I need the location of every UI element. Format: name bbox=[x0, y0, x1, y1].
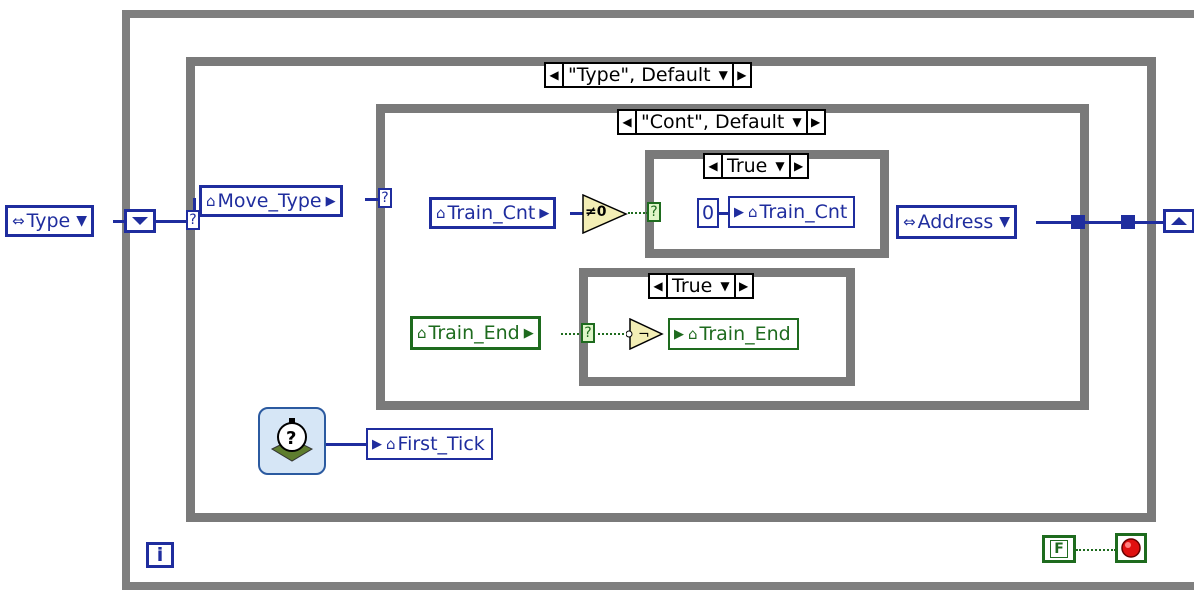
boolean-wire bbox=[628, 212, 648, 214]
train-cnt-local-write[interactable]: ▶ ⌂ Train_Cnt bbox=[728, 196, 856, 228]
svg-text:¬: ¬ bbox=[638, 327, 650, 343]
while-loop-frame bbox=[122, 10, 1194, 590]
dropdown-arrow-icon[interactable]: ▼ bbox=[720, 279, 730, 293]
up-arrow-icon bbox=[1171, 217, 1187, 225]
stop-terminal[interactable] bbox=[1115, 533, 1147, 563]
first-tick-local-write[interactable]: ▶ ⌂ First_Tick bbox=[366, 428, 493, 460]
boolean-wire bbox=[1076, 549, 1116, 551]
not-function[interactable]: ¬ bbox=[625, 317, 666, 351]
right-arrow-icon: ▶ bbox=[539, 205, 550, 221]
wire bbox=[365, 198, 379, 201]
tick-count-function[interactable]: ? bbox=[258, 407, 326, 475]
train-end-local-write[interactable]: ▶ ⌂ Train_End bbox=[668, 318, 799, 350]
outer-case-selector[interactable]: ◀ "Type", Default ▼ ▶ bbox=[544, 62, 752, 88]
increment-arrow-icon[interactable]: ▶ bbox=[731, 64, 750, 86]
stop-sign-icon bbox=[1121, 538, 1141, 558]
right-arrow-icon: ▶ bbox=[674, 326, 684, 342]
wire bbox=[719, 212, 729, 215]
dropdown-arrow-icon[interactable]: ▼ bbox=[792, 115, 802, 129]
not-gate-icon: ¬ bbox=[625, 317, 664, 351]
right-arrow-icon: ▶ bbox=[325, 193, 336, 209]
not-equal-zero-function[interactable]: ≠0 bbox=[582, 193, 628, 235]
enum-arrows-icon: ⇔ bbox=[903, 213, 916, 231]
shift-register-right[interactable] bbox=[1163, 209, 1194, 233]
case-selector-terminal: ? bbox=[378, 188, 392, 208]
dropdown-arrow-icon[interactable]: ▼ bbox=[718, 68, 728, 82]
enum-arrows-icon: ⇔ bbox=[12, 212, 25, 230]
wire bbox=[113, 220, 125, 223]
stopwatch-icon: ? bbox=[270, 418, 314, 462]
boolean-wire bbox=[561, 333, 583, 335]
zero-constant[interactable]: 0 bbox=[697, 198, 719, 228]
wire bbox=[570, 212, 584, 215]
inner-case-selector[interactable]: ◀ "Cont", Default ▼ ▶ bbox=[617, 109, 826, 135]
wire bbox=[156, 220, 188, 223]
decrement-arrow-icon[interactable]: ◀ bbox=[546, 64, 564, 86]
output-tunnel-1 bbox=[1071, 215, 1085, 229]
true-case-selector-2[interactable]: ◀ True ▼ ▶ bbox=[648, 273, 754, 299]
iteration-terminal: i bbox=[146, 542, 174, 568]
decrement-arrow-icon[interactable]: ◀ bbox=[619, 111, 637, 133]
right-arrow-icon: ▶ bbox=[372, 436, 382, 452]
comparison-triangle-icon bbox=[582, 193, 628, 235]
dropdown-arrow-icon: ▼ bbox=[999, 214, 1011, 230]
wire bbox=[1036, 221, 1166, 224]
train-end-local-read[interactable]: ⌂ Train_End ▶ bbox=[410, 316, 541, 350]
decrement-arrow-icon[interactable]: ◀ bbox=[705, 155, 723, 177]
house-icon: ⌂ bbox=[748, 203, 758, 221]
increment-arrow-icon[interactable]: ▶ bbox=[788, 155, 807, 177]
move-type-local-variable[interactable]: ⌂ Move_Type ▶ bbox=[199, 185, 343, 217]
down-arrow-icon bbox=[132, 217, 148, 225]
type-enum-control[interactable]: ⇔ Type ▼ bbox=[5, 205, 94, 237]
address-enum-constant[interactable]: ⇔ Address ▼ bbox=[896, 205, 1018, 239]
svg-text:?: ? bbox=[286, 428, 296, 449]
increment-arrow-icon[interactable]: ▶ bbox=[805, 111, 824, 133]
right-arrow-icon: ▶ bbox=[523, 325, 534, 341]
case-selector-terminal: ? bbox=[581, 323, 595, 343]
house-icon: ⌂ bbox=[436, 204, 446, 222]
right-arrow-icon: ▶ bbox=[734, 204, 744, 220]
wire bbox=[193, 198, 196, 212]
increment-arrow-icon[interactable]: ▶ bbox=[733, 275, 752, 297]
house-icon: ⌂ bbox=[206, 192, 216, 210]
shift-register-left[interactable] bbox=[124, 209, 156, 233]
boolean-wire bbox=[598, 333, 628, 335]
house-icon: ⌂ bbox=[688, 325, 698, 343]
train-cnt-local-read[interactable]: ⌂ Train_Cnt ▶ bbox=[429, 197, 557, 229]
house-icon: ⌂ bbox=[417, 324, 427, 342]
case-selector-terminal: ? bbox=[186, 210, 200, 230]
false-constant[interactable]: F bbox=[1042, 535, 1076, 563]
dropdown-arrow-icon: ▼ bbox=[76, 213, 87, 229]
output-tunnel-2 bbox=[1121, 215, 1135, 229]
wire bbox=[326, 443, 368, 446]
dropdown-arrow-icon[interactable]: ▼ bbox=[775, 159, 785, 173]
case-selector-terminal: ? bbox=[647, 202, 661, 222]
true-case-selector-1[interactable]: ◀ True ▼ ▶ bbox=[703, 153, 809, 179]
house-icon: ⌂ bbox=[386, 435, 396, 453]
decrement-arrow-icon[interactable]: ◀ bbox=[650, 275, 668, 297]
